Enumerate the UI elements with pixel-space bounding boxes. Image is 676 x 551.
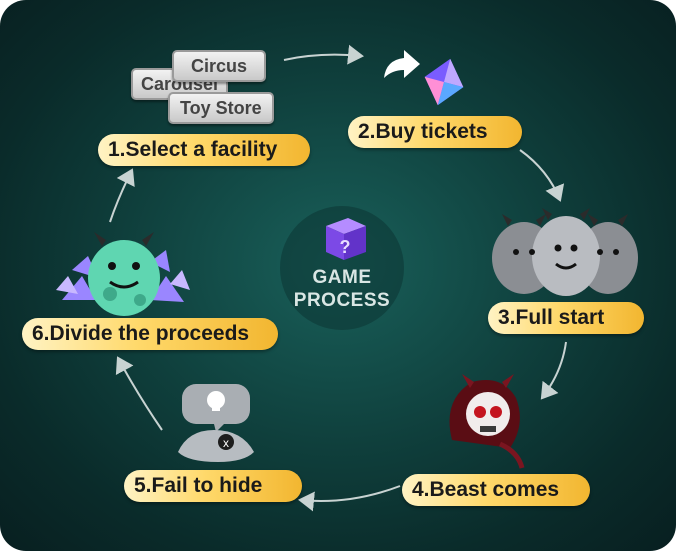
center-title-line1: GAME [312,267,372,288]
arrow-2-to-3 [519,149,565,202]
arrow-4-to-5 [298,485,401,512]
center-title-line2: PROCESS [293,290,391,311]
arrow-5-to-6 [115,356,163,431]
svg-text:?: ? [340,237,351,257]
center-title: GAME PROCESS [282,266,402,312]
step-1-badge: 1.Select a facility [98,134,310,166]
step-3-label: 3.Full start [498,306,605,329]
step-6-badge: 6.Divide the proceeds [22,318,278,350]
facility-tag-toy-store-label: Toy Store [180,98,262,118]
step-3-badge: 3.Full start [488,302,644,334]
arrow-6-to-1 [109,168,135,223]
step-2-badge: 2.Buy tickets [348,116,522,148]
svg-text:x: x [223,436,229,450]
step-1-label: 1.Select a facility [108,138,278,161]
step-5-badge: 5.Fail to hide [124,470,302,502]
step-4-label: 4.Beast comes [412,478,560,501]
facility-tag-circus: Circus [172,50,266,82]
arrow-3-to-4 [540,341,567,400]
arrow-1-to-2 [283,44,364,65]
step-6-label: 6.Divide the proceeds [32,322,250,345]
step-2-label: 2.Buy tickets [358,120,488,143]
step-4-badge: 4.Beast comes [402,474,590,506]
facility-tag-toy-store: Toy Store [168,92,274,124]
facility-tag-circus-label: Circus [190,56,248,76]
step-5-label: 5.Fail to hide [134,474,263,497]
